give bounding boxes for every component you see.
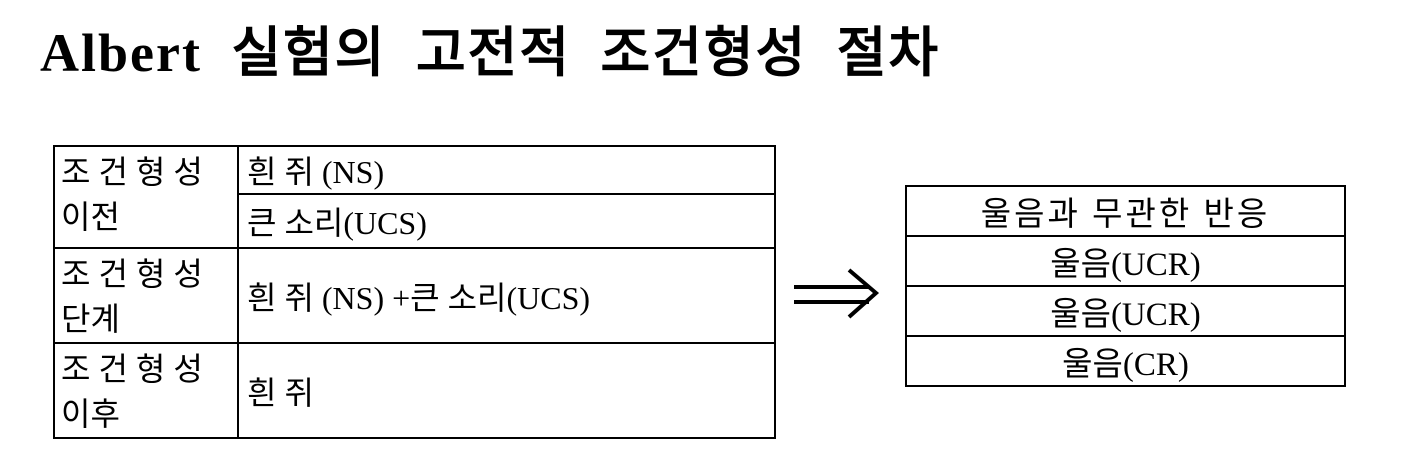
stimulus-cell-cs: 흰 쥐 (237, 342, 776, 439)
response-cell-ucr-1: 울음(UCR) (905, 235, 1346, 287)
table-row: 울음과 무관한 반응 (905, 185, 1346, 237)
phase-cell-before: 조 건 형 성 이전 (53, 145, 239, 249)
table-row: 조 건 형 성 단계 흰 쥐 (NS) +큰 소리(UCS) (53, 247, 776, 344)
response-table: 울음과 무관한 반응 울음(UCR) 울음(UCR) 울음(CR) (905, 185, 1346, 387)
phase-label-line2: 이전 (61, 199, 120, 235)
table-row: 울음(CR) (905, 335, 1346, 387)
response-header-cell: 울음과 무관한 반응 (905, 185, 1346, 237)
phase-label-line2: 이후 (61, 396, 120, 432)
page-title: Albert 실험의 고전적 조건형성 절차 (40, 23, 941, 83)
table-row: 조 건 형 성 이후 흰 쥐 (53, 342, 776, 439)
phase-label-line1: 조 건 형 성 (61, 351, 203, 387)
double-arrow-right-icon (792, 264, 887, 322)
phase-label-line1: 조 건 형 성 (61, 154, 203, 190)
conditioning-procedure-table: 조 건 형 성 이전 흰 쥐 (NS) 큰 소리(UCS) 조 건 형 성 단계… (53, 145, 776, 439)
response-cell-cr: 울음(CR) (905, 335, 1346, 387)
response-cell-ucr-2: 울음(UCR) (905, 285, 1346, 337)
phase-cell-during: 조 건 형 성 단계 (53, 247, 239, 344)
stimulus-cell-ns: 흰 쥐 (NS) (237, 145, 776, 195)
stimulus-cell-ucs: 큰 소리(UCS) (237, 193, 776, 249)
phase-label-line1: 조 건 형 성 (61, 256, 203, 292)
table-row: 울음(UCR) (905, 235, 1346, 287)
stimulus-cell-ns-plus-ucs: 흰 쥐 (NS) +큰 소리(UCS) (237, 247, 776, 344)
table-row: 조 건 형 성 이전 흰 쥐 (NS) (53, 145, 776, 249)
table-row: 울음(UCR) (905, 285, 1346, 337)
table-row: 큰 소리(UCS) (54, 193, 776, 249)
phase-cell-after: 조 건 형 성 이후 (53, 342, 239, 439)
phase-label-line2: 단계 (61, 301, 120, 337)
